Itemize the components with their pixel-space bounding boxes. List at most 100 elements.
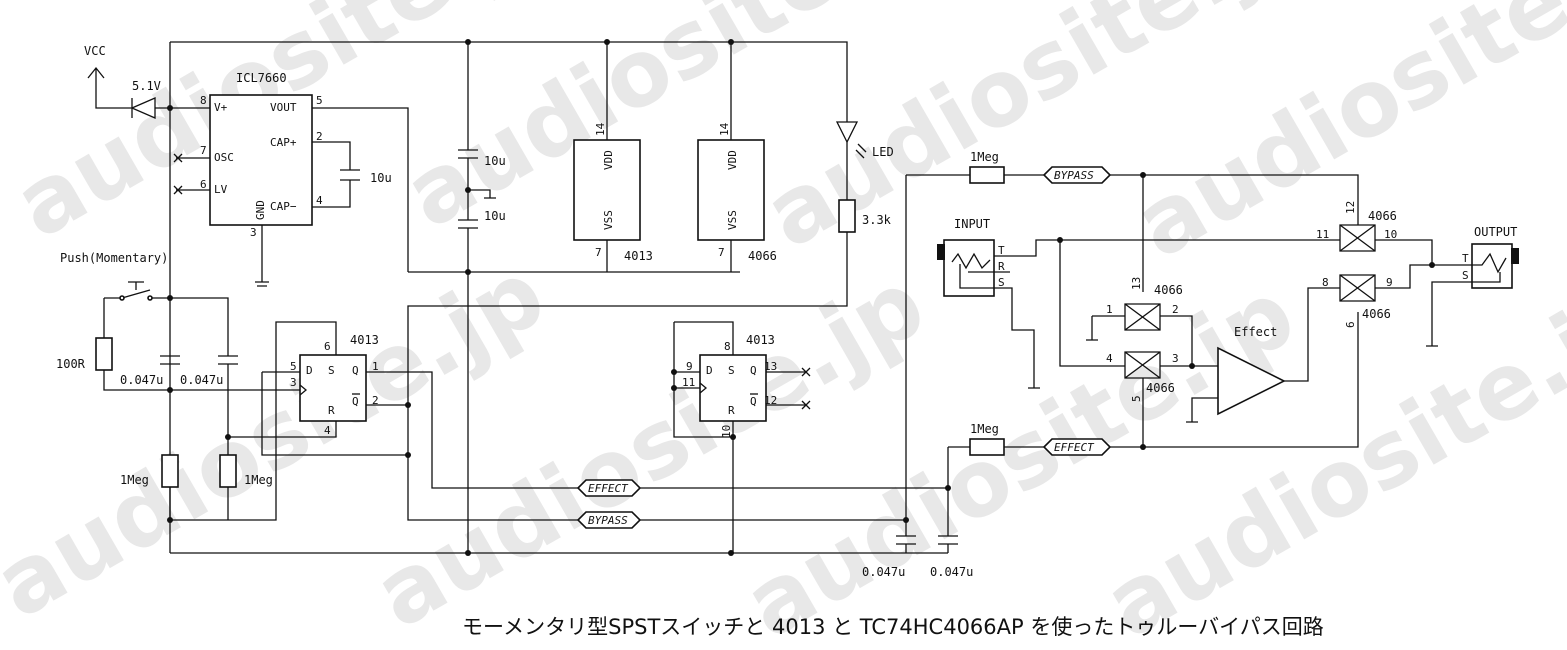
pin5-num: 5 [316,94,323,107]
ff2-r: R [728,404,735,417]
icl-gnd [255,225,269,287]
pin-capplus: CAP+ [270,136,297,149]
led-label: LED [872,145,894,159]
switch-section: Push(Momentary) 100R 0.047u 0.047u 1Meg … [56,251,948,556]
audio-section: INPUT T R S 4066 11 12 10 4066 1 13 2 40… [937,201,1519,423]
net-wires [640,487,948,521]
ff2-r-num: 10 [720,425,733,438]
net-bypass-left-text: BYPASS [588,514,628,527]
control-wires [1110,174,1359,448]
pin2-num: 2 [316,130,323,143]
vdd-pin-4066: 14 [718,122,731,136]
sw3-pin-out: 3 [1172,352,1179,365]
pin4-num: 4 [316,194,323,207]
ctrl-cap2 [938,447,958,553]
ff1-d-num: 5 [290,360,297,373]
input-pin-s: S [998,276,1005,289]
ctrl-cap2-label: 0.047u [930,565,973,579]
junction [167,517,173,523]
sw3-name: 4066 [1146,381,1175,395]
pin-vout: VOUT [270,101,297,114]
net-labels: EFFECT BYPASS 0.047u 0.047u 1Meg 1Meg BY… [576,150,1359,579]
output-jack-label: OUTPUT [1474,225,1517,239]
junction [1140,444,1146,450]
sw1-name: 4066 [1368,209,1397,223]
input-pin-t: T [998,244,1005,257]
pulldown-wires [906,174,1044,448]
zener-label: 5.1V [132,79,161,93]
junction [604,39,610,45]
ctrl-cap1-label: 0.047u [862,565,905,579]
ff2-s: S [728,364,735,377]
output-jack-contacts [1472,252,1507,283]
sw4-name: 4066 [1362,307,1391,321]
junction [671,369,677,375]
diagram-caption: モーメンタリ型SPSTスイッチと 4013 と TC74HC4066AP を使っ… [462,615,1324,639]
name-4066: 4066 [748,249,777,263]
input-jack-contacts [951,252,994,289]
input-jack-label: INPUT [954,217,990,231]
net-bypass-right-text: BYPASS [1054,169,1094,182]
vdd-4013: VDD [602,150,615,170]
debounce-res1-label: 1Meg [120,473,149,487]
sw2-body [1124,303,1161,331]
switch-contact [147,295,153,301]
junction [730,434,736,440]
input-pin-r: R [998,260,1005,273]
debounce-cap2 [170,297,238,437]
effect-amp [1217,346,1286,416]
junction [465,550,471,556]
vss-4066: VSS [726,210,739,230]
sw4-pin-out: 9 [1386,276,1393,289]
ff2-wires [673,321,806,553]
momentary-switch [104,281,170,299]
ff1-clk-marker [299,384,308,396]
nc-marks [173,153,183,195]
ff2-q-num: 13 [764,360,777,373]
cap1-label: 10u [484,154,506,168]
pulldown-bypass-label: 1Meg [970,150,999,164]
junction [728,39,734,45]
ff1-qbar: Q [352,395,359,408]
sw4-pin-in: 8 [1322,276,1329,289]
pin8-num: 8 [200,94,207,107]
ff2-qbar-num: 12 [764,394,777,407]
vss-4013: VSS [602,210,615,230]
led-resistor [838,199,856,233]
sw1-cross [1339,224,1376,252]
vcc-label: VCC [84,44,106,58]
ff1-wires [261,371,578,521]
sw1-wires [1330,239,1433,265]
pin-osc: OSC [214,151,234,164]
sw2-pin-ctrl: 13 [1130,277,1143,290]
ff2-qbar: Q [750,395,757,408]
ff2-nc-marks [801,367,811,410]
sw4-body [1339,274,1376,302]
input-jack-plug [937,244,945,260]
ff2-clk-num: 11 [682,376,695,389]
ff1-r: R [328,404,335,417]
pin-vplus: V+ [214,101,228,114]
net-effect-left-text: EFFECT [588,482,629,495]
vss-pin-4066: 7 [718,246,725,259]
ff2-s-num: 8 [724,340,731,353]
junction [225,434,231,440]
output-wires [1426,264,1472,347]
ff1-name: 4013 [350,333,379,347]
debounce-res2-label: 1Meg [244,473,273,487]
output-jack-plug [1511,248,1519,264]
ctrl-cap1 [896,175,916,553]
debounce-wires [169,321,337,521]
vcc-arrow [87,66,132,109]
switch-label: Push(Momentary) [60,251,168,265]
debounce-res1 [161,454,179,488]
switch-res-label: 100R [56,357,86,371]
output-jack [1471,243,1513,289]
led-res-label: 3.3k [862,213,892,227]
sw1-pin-in: 11 [1316,228,1329,241]
ff1-r-num: 4 [324,424,331,437]
pulldown-bypass [969,166,1005,184]
led-return [407,232,848,405]
ff1-s-num: 6 [324,340,331,353]
mid-gnd [468,189,496,199]
